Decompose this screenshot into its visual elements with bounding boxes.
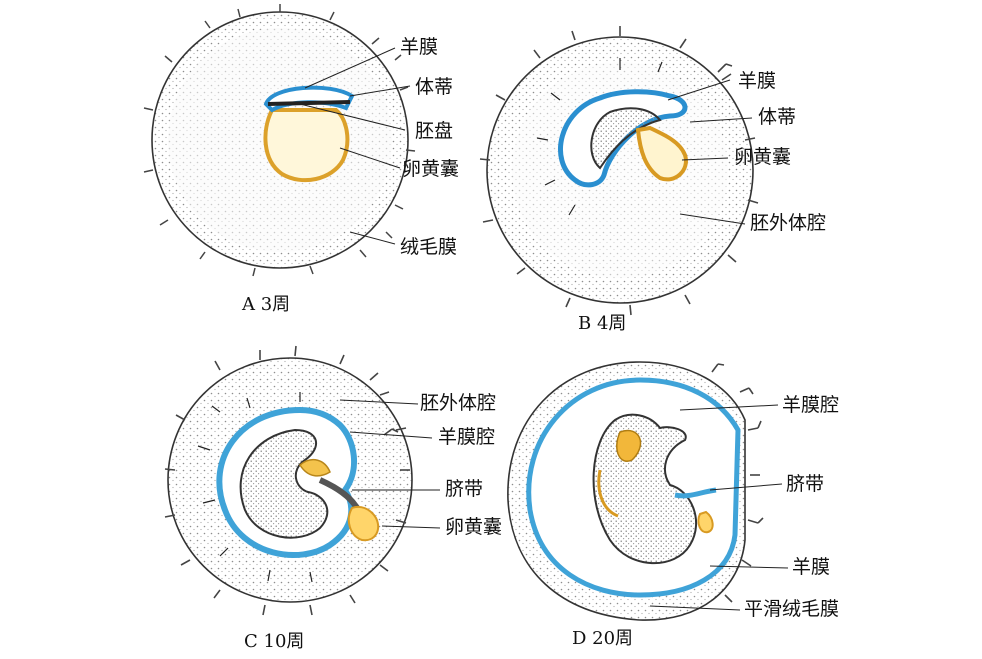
embryo-c [239,428,329,539]
yolk-remnant-d [697,510,714,534]
yolk-sac-c [347,505,380,542]
label-a-yolk-sac: 卵黄囊 [402,158,460,180]
label-a-embryonic-disc: 胚盘 [415,120,454,142]
label-b-yolk-sac: 卵黄囊 [734,146,792,168]
label-b-extraembryonic-coelom: 胚外体腔 [750,212,827,234]
label-a-body-stalk: 体蒂 [415,76,454,98]
panel-d [507,361,789,621]
label-a-amnion: 羊膜 [400,36,439,58]
label-d-umbilical-cord: 脐带 [786,473,825,495]
label-c-yolk-sac: 卵黄囊 [445,516,503,538]
label-a-chorion: 绒毛膜 [400,236,458,258]
label-c-umbilical-cord: 脐带 [445,478,484,500]
label-d-amniotic-cavity: 羊膜腔 [782,394,840,416]
yolk-sac-a [263,108,350,183]
label-c-amniotic-cavity: 羊膜腔 [438,426,496,448]
label-d-smooth-chorion: 平滑绒毛膜 [744,598,840,620]
label-b-body-stalk: 体蒂 [758,106,797,128]
embryo-b [590,107,662,170]
caption-c: C 10周 [244,631,305,652]
caption-a: A 3周 [242,294,291,315]
villi-d [711,363,764,603]
caption-b: B 4周 [578,313,627,334]
villi-c [164,345,410,616]
panel-b [479,26,759,316]
yolk-sac-b [635,125,688,182]
label-b-amnion: 羊膜 [738,70,777,92]
label-c-extraembryonic-coelom: 胚外体腔 [420,392,497,414]
label-d-amnion: 羊膜 [792,556,831,578]
villi-a [143,4,416,277]
panel-c [164,345,441,616]
caption-d: D 20周 [572,628,634,649]
panel-a [143,4,416,277]
villi-b [479,26,759,316]
umbilical-cord-d [674,487,717,499]
